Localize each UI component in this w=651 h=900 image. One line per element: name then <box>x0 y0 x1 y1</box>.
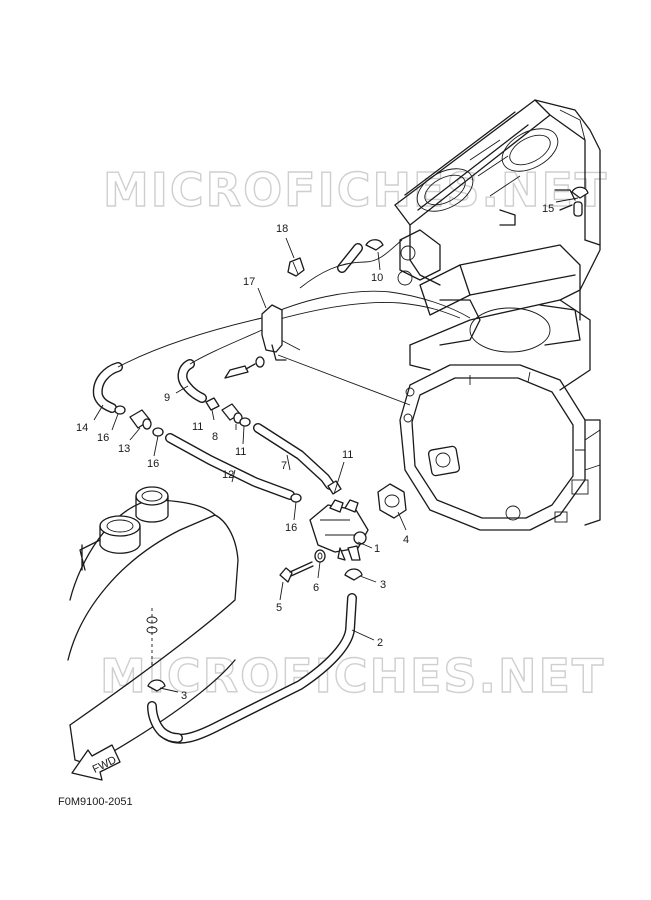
callout-2: 2 <box>377 637 383 649</box>
callout-6: 6 <box>313 582 319 594</box>
callout-11-left: 11 <box>192 421 203 433</box>
callout-3-upper: 3 <box>380 579 386 591</box>
callout-5: 5 <box>276 602 282 614</box>
callout-14: 14 <box>76 422 88 434</box>
fuel-tank <box>67 486 239 766</box>
watermark-top: MICROFICHES.NET <box>103 163 608 217</box>
callout-11-middle: 11 <box>235 446 246 458</box>
callout-8: 8 <box>212 431 218 443</box>
fwd-arrow-icon: FWD <box>71 744 121 781</box>
callout-16-left: 16 <box>97 432 109 444</box>
callout-12: 12 <box>222 469 234 481</box>
callout-15: 15 <box>542 203 554 215</box>
callout-13: 13 <box>118 443 130 455</box>
callout-1: 1 <box>374 543 380 555</box>
callout-4: 4 <box>403 534 409 546</box>
magneto-cover <box>399 364 601 531</box>
figure-code: F0M9100-2051 <box>58 796 133 808</box>
callout-16-middle: 16 <box>147 458 159 470</box>
hoses <box>92 239 471 744</box>
callout-10: 10 <box>371 272 383 284</box>
callout-16-right: 16 <box>285 522 297 534</box>
engine-block <box>394 99 601 391</box>
callout-7: 7 <box>281 460 287 472</box>
callout-3-lower: 3 <box>181 690 187 702</box>
fittings <box>114 186 589 692</box>
watermark-bottom: MICROFICHES.NET <box>100 649 605 703</box>
callout-9: 9 <box>164 392 170 404</box>
callout-11-right: 11 <box>342 449 353 461</box>
callouts: 1 2 3 3 4 5 6 7 8 9 10 11 11 11 12 13 14… <box>76 203 554 702</box>
callout-18: 18 <box>276 223 288 235</box>
callout-17: 17 <box>243 276 255 288</box>
leader-lines <box>93 197 579 693</box>
